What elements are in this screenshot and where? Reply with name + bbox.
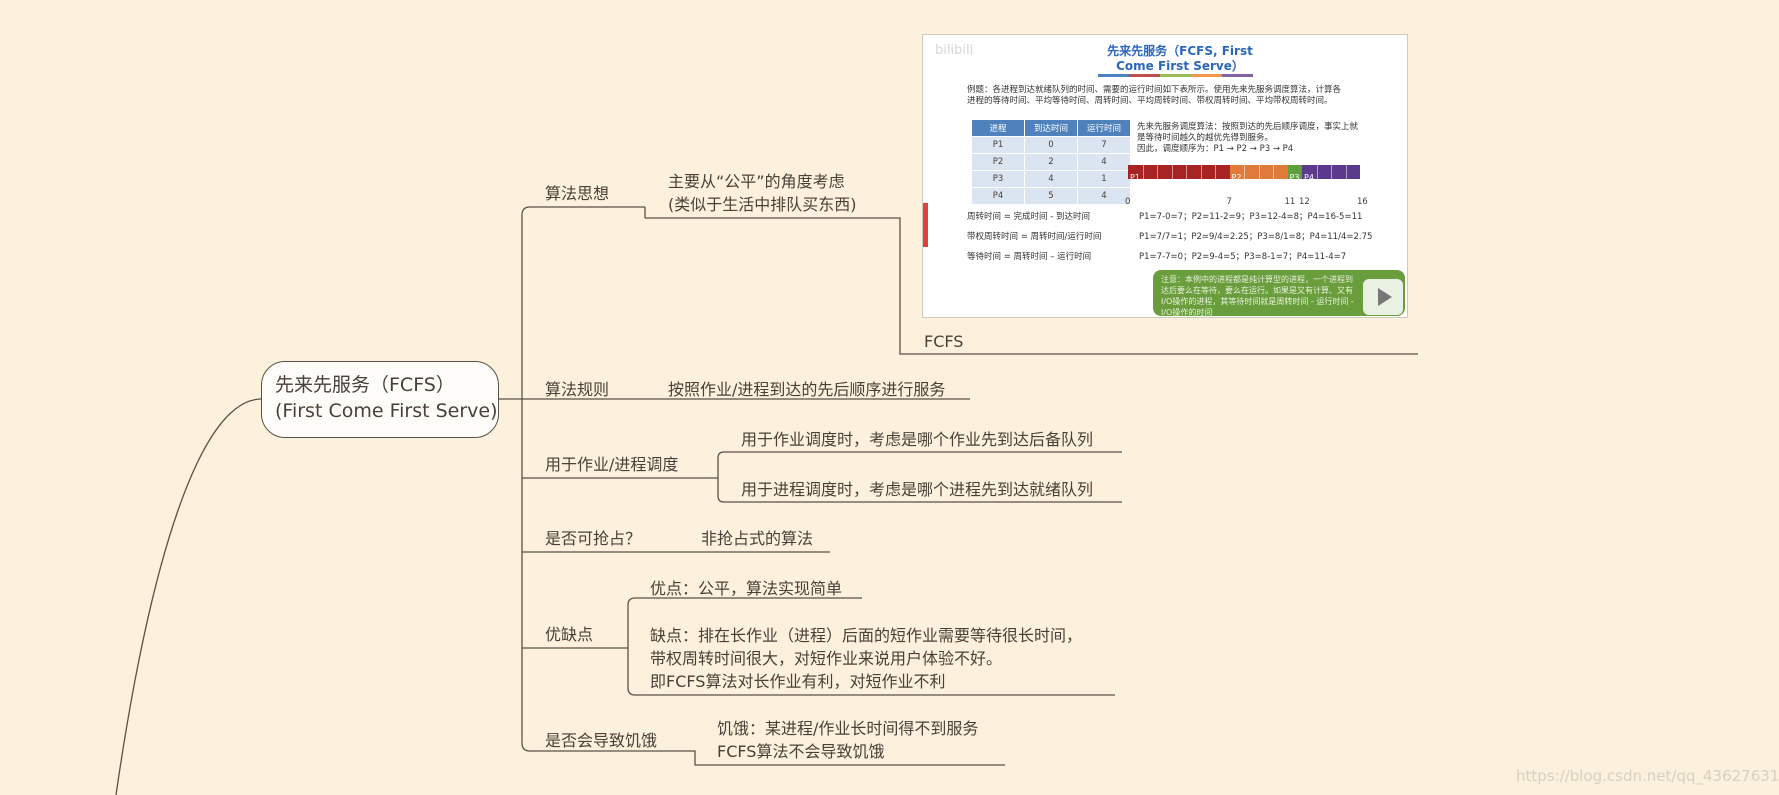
central-topic-line2: (First Come First Serve): [275, 400, 498, 422]
gantt-bar-label: P3: [1289, 173, 1300, 182]
play-icon[interactable]: [1363, 279, 1403, 315]
branch-starvation[interactable]: 是否会导致饥饿: [545, 731, 658, 750]
table-cell: P2: [971, 153, 1025, 171]
formula-turnaround-label: 周转时间 = 完成时间 - 到达时间: [967, 212, 1090, 222]
gantt-tick-label: 0: [1125, 197, 1131, 207]
cons-detail-2[interactable]: 带权周转时间很大，对短作业来说用户体验不好。: [650, 649, 1003, 668]
slide-intro-2: 进程的等待时间、平均等待时间、周转时间、平均周转时间、带权周转时间、平均带权周转…: [967, 96, 1333, 106]
starvation-conclusion[interactable]: FCFS算法不会导致饥饿: [717, 742, 885, 761]
gantt-cell-divider: [1200, 165, 1202, 179]
rule-detail[interactable]: 按照作业/进程到达的先后顺序进行服务: [668, 380, 946, 399]
table-header: 到达时间: [1024, 119, 1078, 137]
formula-wait-value: P1=7-7=0；P2=9-4=5；P3=8-1=7；P4=11-4=7: [1139, 252, 1347, 262]
gantt-cell-divider: [1345, 165, 1347, 179]
table-cell: P3: [971, 170, 1025, 188]
slide-intro-1: 例题：各进程到达就绪队列的时间、需要的运行时间如下表所示。使用先来先服务调度算法…: [967, 85, 1342, 95]
preempt-detail[interactable]: 非抢占式的算法: [701, 529, 814, 548]
idea-detail-2[interactable]: (类似于生活中排队买东西): [668, 195, 857, 214]
gantt-cell-divider: [1215, 165, 1216, 179]
starvation-definition[interactable]: 饥饿：某进程/作业长时间得不到服务: [717, 719, 979, 738]
slide-title-line2: Come First Serve）: [1116, 59, 1244, 73]
gantt-bar-p1: P1: [1128, 165, 1230, 182]
table-cell: 4: [1077, 153, 1131, 171]
slide-note-line: I/O操作的进程，其等待时间就是周转时间 - 运行时间 -: [1161, 297, 1354, 306]
table-cell: P1: [971, 136, 1025, 154]
table-header: 进程: [971, 119, 1025, 137]
gantt-tick-label: 16: [1357, 197, 1368, 207]
slide-thumbnail[interactable]: bilibili 先来先服务（FCFS, First Come First Se…: [922, 34, 1408, 318]
slide-desc-1: 先来先服务调度算法：按照到达的先后顺序调度，事实上就: [1137, 122, 1359, 132]
slide-title-line1: 先来先服务（FCFS, First: [1107, 44, 1253, 58]
fcfs-node[interactable]: FCFS: [924, 332, 964, 351]
branch-rule[interactable]: 算法规则: [545, 380, 610, 399]
formula-turnaround-value: P1=7-0=7；P2=11-2=9；P3=12-4=8；P4=16-5=11: [1139, 212, 1363, 222]
gantt-cell-divider: [1273, 165, 1274, 179]
formula-weighted-value: P1=7/7=1；P2=9/4=2.25；P3=8/1=8；P4=11/4=2.…: [1139, 232, 1373, 242]
table-cell: 7: [1077, 136, 1131, 154]
usage-process-scheduling[interactable]: 用于进程调度时，考虑是哪个进程先到达就绪队列: [741, 480, 1094, 499]
gantt-cell-divider: [1258, 165, 1260, 179]
table-cell: 0: [1024, 136, 1078, 154]
gantt-cell-divider: [1331, 165, 1332, 179]
table-cell: 5: [1024, 187, 1078, 205]
central-topic-line1: 先来先服务（FCFS）: [275, 374, 455, 396]
central-topic[interactable]: 先来先服务（FCFS） (First Come First Serve): [261, 361, 499, 438]
gantt-cell-divider: [1244, 165, 1245, 179]
branch-idea[interactable]: 算法思想: [545, 184, 610, 203]
gantt-tick-label: 7: [1226, 197, 1232, 207]
branch-preempt[interactable]: 是否可抢占？: [545, 529, 642, 548]
slide-title: 先来先服务（FCFS, First Come First Serve）: [1095, 44, 1265, 74]
gantt-cell-divider: [1142, 165, 1144, 179]
table-cell: P4: [971, 187, 1025, 205]
cons-detail-1[interactable]: 缺点：排在长作业（进程）后面的短作业需要等待很长时间，: [650, 626, 1083, 645]
branch-usage[interactable]: 用于作业/进程调度: [545, 455, 679, 474]
gantt-bar-p3: P3: [1287, 165, 1302, 182]
slide-note-line: 达后要么在等待，要么在运行。如果是又有计算、又有: [1161, 286, 1353, 295]
bilibili-watermark: bilibili: [935, 43, 974, 58]
formula-wait-label: 等待时间 = 周转时间 – 运行时间: [967, 252, 1092, 262]
slide-note-line: I/O操作的时间: [1161, 308, 1213, 317]
table-cell: 4: [1077, 187, 1131, 205]
cons-detail-3[interactable]: 即FCFS算法对长作业有利，对短作业不利: [650, 672, 946, 691]
formula-weighted-label: 带权周转时间 = 周转时间/运行时间: [967, 232, 1102, 242]
gantt-cell-divider: [1171, 165, 1173, 179]
slide-desc-2: 是等待时间越久的越优先得到服务。: [1137, 133, 1274, 143]
usage-job-scheduling[interactable]: 用于作业调度时，考虑是哪个作业先到达后备队列: [741, 430, 1094, 449]
parent-curve: [115, 398, 262, 795]
table-cell: 4: [1024, 170, 1078, 188]
slide-desc-3: 因此，调度顺序为：P1 → P2 → P3 → P4: [1137, 144, 1294, 154]
idea-detail-1[interactable]: 主要从“公平”的角度考虑: [668, 172, 845, 191]
table-cell: 2: [1024, 153, 1078, 171]
gantt-cell-divider: [1186, 165, 1187, 179]
gantt-bar-label: P2: [1231, 173, 1242, 182]
slide-note-line: 注意：本例中的进程都是纯计算型的进程，一个进程到: [1161, 275, 1353, 284]
gantt-cell-divider: [1157, 165, 1158, 179]
table-cell: 1: [1077, 170, 1131, 188]
gantt-bar-label: P1: [1130, 173, 1140, 182]
slide-side-marker: [923, 203, 928, 247]
gantt-cell-divider: [1316, 165, 1318, 179]
gantt-bar-label: P4: [1304, 173, 1314, 182]
gantt-tick-label: 12: [1299, 197, 1310, 207]
url-watermark: https://blog.csdn.net/qq_43627631: [1516, 767, 1779, 785]
gantt-tick-label: 11: [1284, 197, 1296, 207]
slide-title-underline: [1098, 74, 1253, 77]
pros-detail[interactable]: 优点：公平，算法实现简单: [650, 579, 843, 598]
branch-pros-cons[interactable]: 优缺点: [545, 625, 594, 644]
table-header: 运行时间: [1077, 119, 1131, 137]
